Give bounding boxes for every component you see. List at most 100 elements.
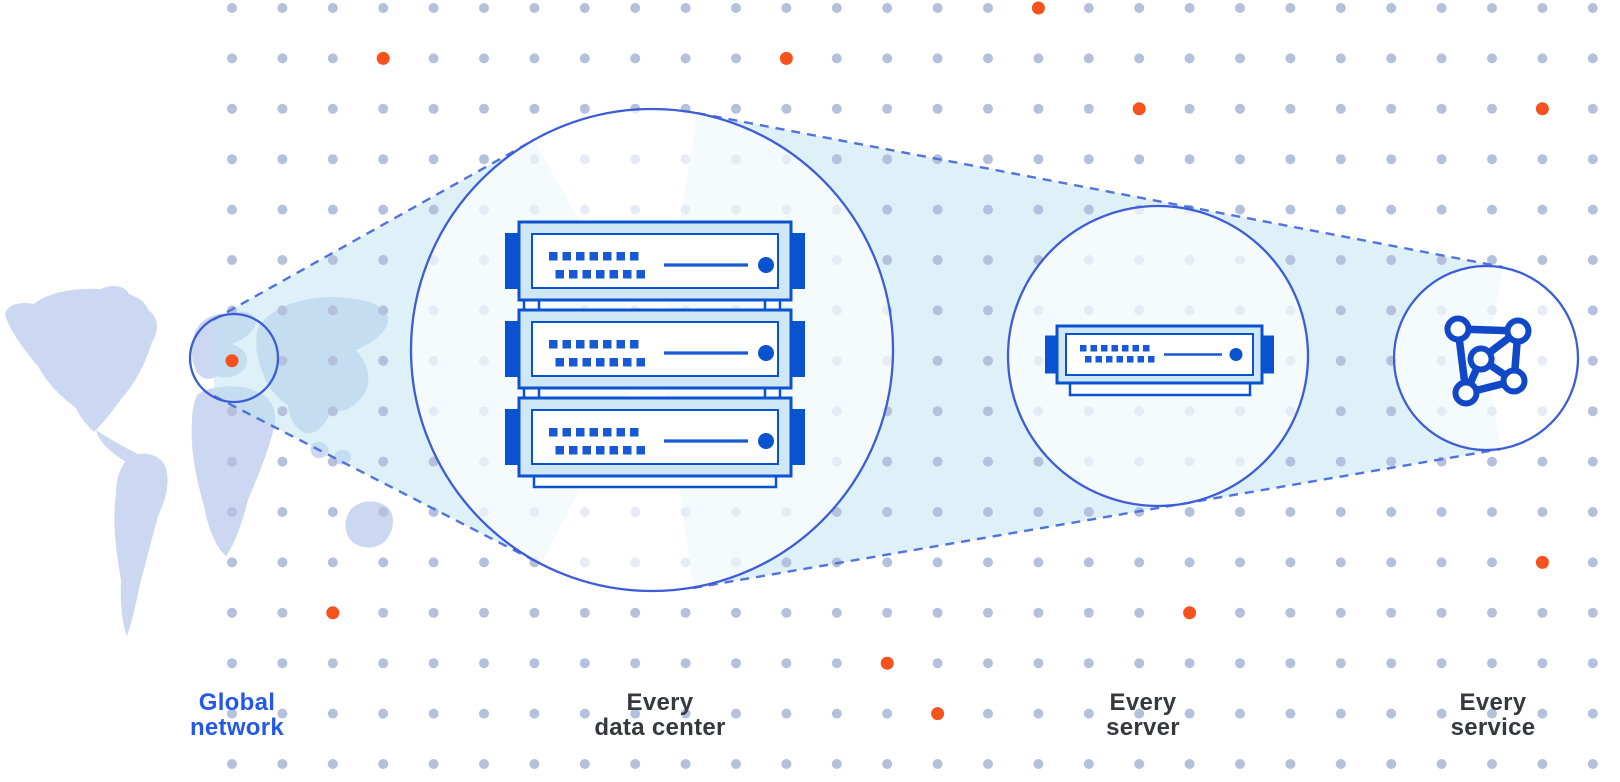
grid-dot [680, 3, 691, 13]
dashed-line-top-left [212, 138, 535, 322]
dip-switch [555, 446, 564, 455]
grid-dot [932, 204, 943, 215]
grid-dot [882, 708, 893, 719]
grid-dot [882, 53, 893, 64]
grid-dot [731, 103, 741, 114]
grid-dot [1134, 708, 1145, 719]
grid-dot [932, 255, 943, 265]
grid-dot [277, 255, 288, 265]
grid-dot [378, 507, 389, 517]
grid-dot [378, 708, 389, 719]
grid-dot [227, 154, 237, 165]
grid-dot [1537, 255, 1548, 265]
grid-dot [1537, 658, 1548, 669]
dip-switch [616, 340, 625, 349]
grid-dot [1386, 255, 1397, 265]
server-side-tab [505, 409, 521, 465]
orange-accent-dot [376, 51, 390, 65]
grid-dot [479, 3, 489, 13]
grid-dot [479, 557, 489, 568]
grid-dot [882, 154, 893, 165]
grid-dot [428, 53, 439, 64]
dip-switch [569, 446, 578, 455]
grid-dot [882, 456, 893, 467]
grid-dot [1537, 507, 1548, 517]
grid-dot [1436, 658, 1447, 669]
label-line: data center [594, 714, 726, 741]
grid-dot [1587, 456, 1598, 467]
grid-dot [1033, 708, 1044, 719]
grid-dot [1285, 658, 1296, 669]
grid-dot [781, 708, 792, 719]
grid-dot [227, 456, 237, 467]
grid-dot [1587, 406, 1598, 417]
grid-dot [277, 456, 288, 467]
grid-dot [277, 355, 288, 366]
grid-dot [1386, 607, 1397, 618]
grid-dot [277, 507, 288, 517]
server-led-dot [758, 257, 774, 273]
grid-dot [1335, 53, 1346, 64]
grid-dot [1033, 557, 1044, 568]
grid-dot [932, 759, 943, 769]
grid-dot [1386, 456, 1397, 467]
grid-dot [731, 3, 741, 13]
grid-dot [529, 3, 540, 13]
grid-dot [983, 3, 993, 13]
server-side-tab [505, 321, 521, 377]
grid-dot [378, 255, 389, 265]
grid-dot [680, 759, 691, 769]
grid-dot [1235, 607, 1245, 618]
grid-dot [831, 708, 842, 719]
grid-dot [1436, 759, 1447, 769]
grid-dot [1134, 154, 1145, 165]
dip-switch [549, 340, 558, 349]
label-every-server: Every server [1106, 690, 1180, 740]
grid-dot [781, 607, 792, 618]
grid-dot [731, 658, 741, 669]
label-line: server [1106, 714, 1180, 741]
grid-dot [932, 53, 943, 64]
grid-dot [227, 3, 237, 13]
grid-dot [983, 305, 993, 316]
dip-switch [1116, 356, 1123, 363]
grid-dot [1134, 607, 1145, 618]
grid-dot [1235, 708, 1245, 719]
grid-dot [1134, 759, 1145, 769]
grid-dot [983, 557, 993, 568]
dip-switch [1137, 356, 1144, 363]
grid-dot [1285, 557, 1296, 568]
grid-dot [680, 53, 691, 64]
grid-dot [882, 103, 893, 114]
island-greenland [95, 286, 130, 307]
grid-dot [630, 607, 641, 618]
dip-switch [1085, 356, 1092, 363]
grid-dot [1436, 507, 1447, 517]
grid-dot [731, 708, 741, 719]
grid-dot [579, 658, 590, 669]
grid-dot [1587, 204, 1598, 215]
dip-switch [576, 428, 585, 437]
grid-dot [1033, 204, 1044, 215]
dip-switch [562, 340, 571, 349]
dip-switch [555, 270, 564, 279]
grid-dot [1033, 456, 1044, 467]
grid-dot [428, 708, 439, 719]
grid-dot [1083, 103, 1094, 114]
grid-dot [932, 305, 943, 316]
grid-dot [1335, 355, 1346, 366]
grid-dot [630, 53, 641, 64]
grid-dot [378, 305, 389, 316]
label-every-data-center: Every data center [594, 690, 725, 740]
grid-dot [529, 607, 540, 618]
grid-dot [579, 103, 590, 114]
grid-dot [1587, 154, 1598, 165]
grid-dot [983, 154, 993, 165]
grid-dot [1184, 103, 1195, 114]
dip-switch [623, 358, 632, 367]
mesh-node [1467, 345, 1495, 373]
grid-dot [327, 3, 338, 13]
grid-dot [1235, 658, 1245, 669]
dip-switch [1106, 356, 1113, 363]
